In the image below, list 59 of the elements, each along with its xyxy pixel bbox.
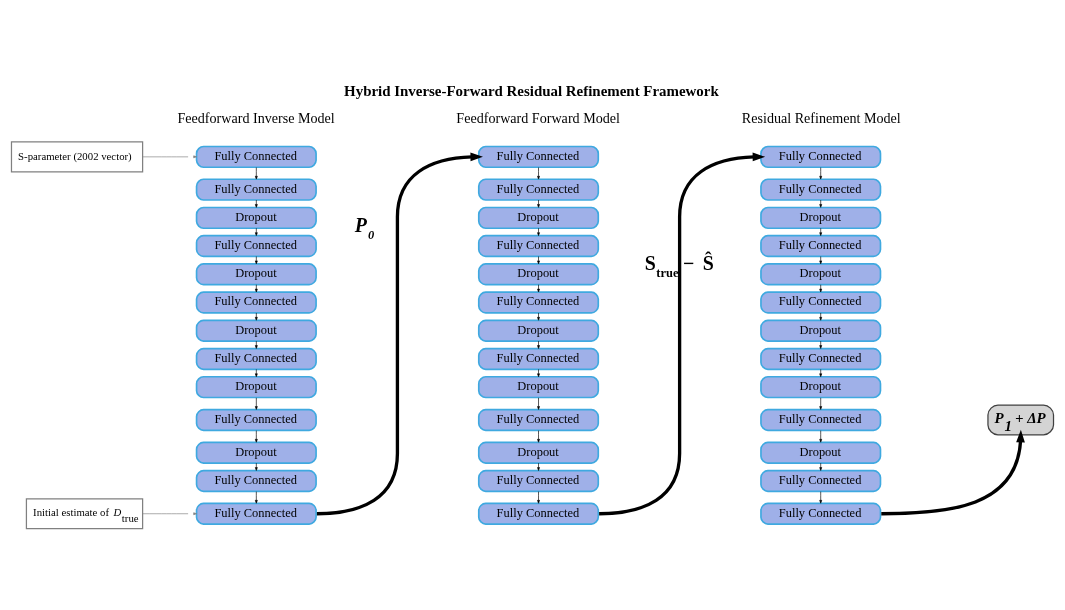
edge-label: S$_{true}$ − Ŝ [644,251,714,280]
label: Feedforward Inverse Model [177,109,335,126]
arrow [819,256,823,265]
node-box: S-parameter (2002 vector) [10,141,144,173]
arrow [819,430,823,443]
arrow [537,369,540,377]
arrow [537,397,540,410]
arrow [255,462,258,471]
arrow [537,462,540,471]
arrow [316,152,483,516]
arrow [819,340,823,349]
arrow [537,340,540,349]
node-box: Dropout [760,263,882,286]
arrow [537,199,540,208]
arrow [819,462,823,471]
node-box: Fully Connected [477,178,600,201]
arrow [537,430,540,443]
arrow [819,227,823,236]
connector [142,513,189,515]
arrow [255,430,258,443]
arrow [537,256,540,265]
arrow [537,284,540,293]
label: Feedforward Forward Model [456,109,620,126]
arrow [537,227,540,236]
node-box: Fully Connected [477,291,600,314]
arrow [255,340,258,349]
node-box: Dropout [477,263,600,286]
arrow [819,284,823,293]
arrow [537,491,540,504]
arrow [881,429,1025,516]
node-box: Fully Connected [760,291,882,314]
arrow [537,312,540,321]
arrow [819,369,823,377]
label: Residual Refinement Model [741,109,901,126]
arrow [255,397,258,410]
arrow [255,312,258,321]
arrow [819,312,823,321]
arrow [255,199,258,208]
node-box: Fully Connected [760,178,882,201]
node-box: Fully Connected [477,145,600,169]
arrow [255,256,258,265]
edge-label: P$_{0}$ [354,213,375,242]
arrow [255,369,258,377]
node-box: Fully Connected [195,291,317,314]
arrow [819,167,823,180]
node-box: Dropout [195,263,317,286]
arrow [255,227,258,236]
arrow [255,167,258,180]
connector [142,156,189,158]
diagram-title: Hybrid Inverse-Forward Residual Refinement Framework [344,82,719,99]
arrow [819,491,823,504]
arrow [255,284,258,293]
arrow [819,199,823,208]
arrow [599,152,766,516]
arrow [537,167,540,180]
node-box: Fully Connected [195,178,317,201]
node-box: Fully Connected [760,145,882,169]
arrow [819,397,823,410]
arrow [255,491,258,504]
